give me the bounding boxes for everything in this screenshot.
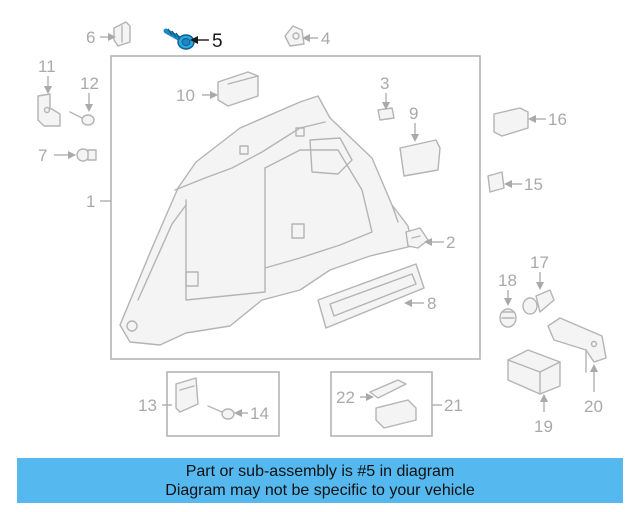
callout-6: 6 xyxy=(86,28,95,47)
bezel-part-21-drawing xyxy=(375,399,417,429)
callout-10: 10 xyxy=(176,86,195,105)
main-assembly-frame xyxy=(110,55,481,360)
clip-part-22-drawing xyxy=(369,379,407,399)
callout-4: 4 xyxy=(321,29,330,48)
callout-2: 2 xyxy=(446,233,455,252)
screw-part-12-drawing xyxy=(69,111,95,126)
grommet-part-7-drawing xyxy=(76,148,97,162)
callout-19: 19 xyxy=(534,417,553,436)
callout-22: 22 xyxy=(336,388,355,407)
plug-part-17-drawing xyxy=(522,289,555,315)
clip-part-3-drawing xyxy=(377,107,395,121)
callout-7: 7 xyxy=(38,146,47,165)
cover-part-13-drawing xyxy=(175,377,199,413)
banner-line-part-number: Part or sub-assembly is #5 in diagram xyxy=(185,462,455,480)
callout-8: 8 xyxy=(427,294,436,313)
bracket-part-20-drawing xyxy=(547,317,607,373)
bracket-part-10-drawing xyxy=(217,71,259,107)
screw-part-14-drawing xyxy=(207,405,235,420)
callout-12: 12 xyxy=(80,74,99,93)
grommet-part-18-drawing xyxy=(499,308,517,328)
callout-9: 9 xyxy=(409,104,418,123)
cover-part-16-drawing xyxy=(493,107,529,137)
info-banner: Part or sub-assembly is #5 in diagram Di… xyxy=(17,458,623,503)
sub-assembly-13-frame xyxy=(166,371,280,437)
callout-18: 18 xyxy=(498,271,517,290)
banner-line-disclaimer: Diagram may not be specific to your vehi… xyxy=(165,481,475,499)
callout-16: 16 xyxy=(548,110,567,129)
callout-11: 11 xyxy=(38,57,56,76)
clip-part-2-drawing xyxy=(405,227,429,249)
callout-1: 1 xyxy=(86,192,95,211)
callout-3: 3 xyxy=(380,74,389,93)
callout-17: 17 xyxy=(530,253,549,272)
callout-15: 15 xyxy=(524,175,543,194)
callout-leaders xyxy=(44,33,598,417)
callout-14: 14 xyxy=(250,404,269,423)
quarter-trim-panel-drawing xyxy=(119,95,413,346)
cover-part-9-drawing xyxy=(399,139,441,177)
callout-21: 21 xyxy=(444,396,463,415)
callout-13: 13 xyxy=(138,396,157,415)
callout-20: 20 xyxy=(584,397,603,416)
highlighted-screw-part-5-drawing xyxy=(163,28,195,50)
bracket-part-19-drawing xyxy=(507,349,561,395)
pad-part-15-drawing xyxy=(487,171,505,193)
retainer-part-4-drawing xyxy=(284,25,305,47)
clip-part-6-drawing xyxy=(113,21,131,47)
bracket-part-11-drawing xyxy=(37,93,61,127)
sub-assembly-21-frame xyxy=(330,371,433,437)
callout-5-highlighted: 5 xyxy=(212,31,223,52)
sill-plate-part-8-drawing xyxy=(317,263,425,329)
